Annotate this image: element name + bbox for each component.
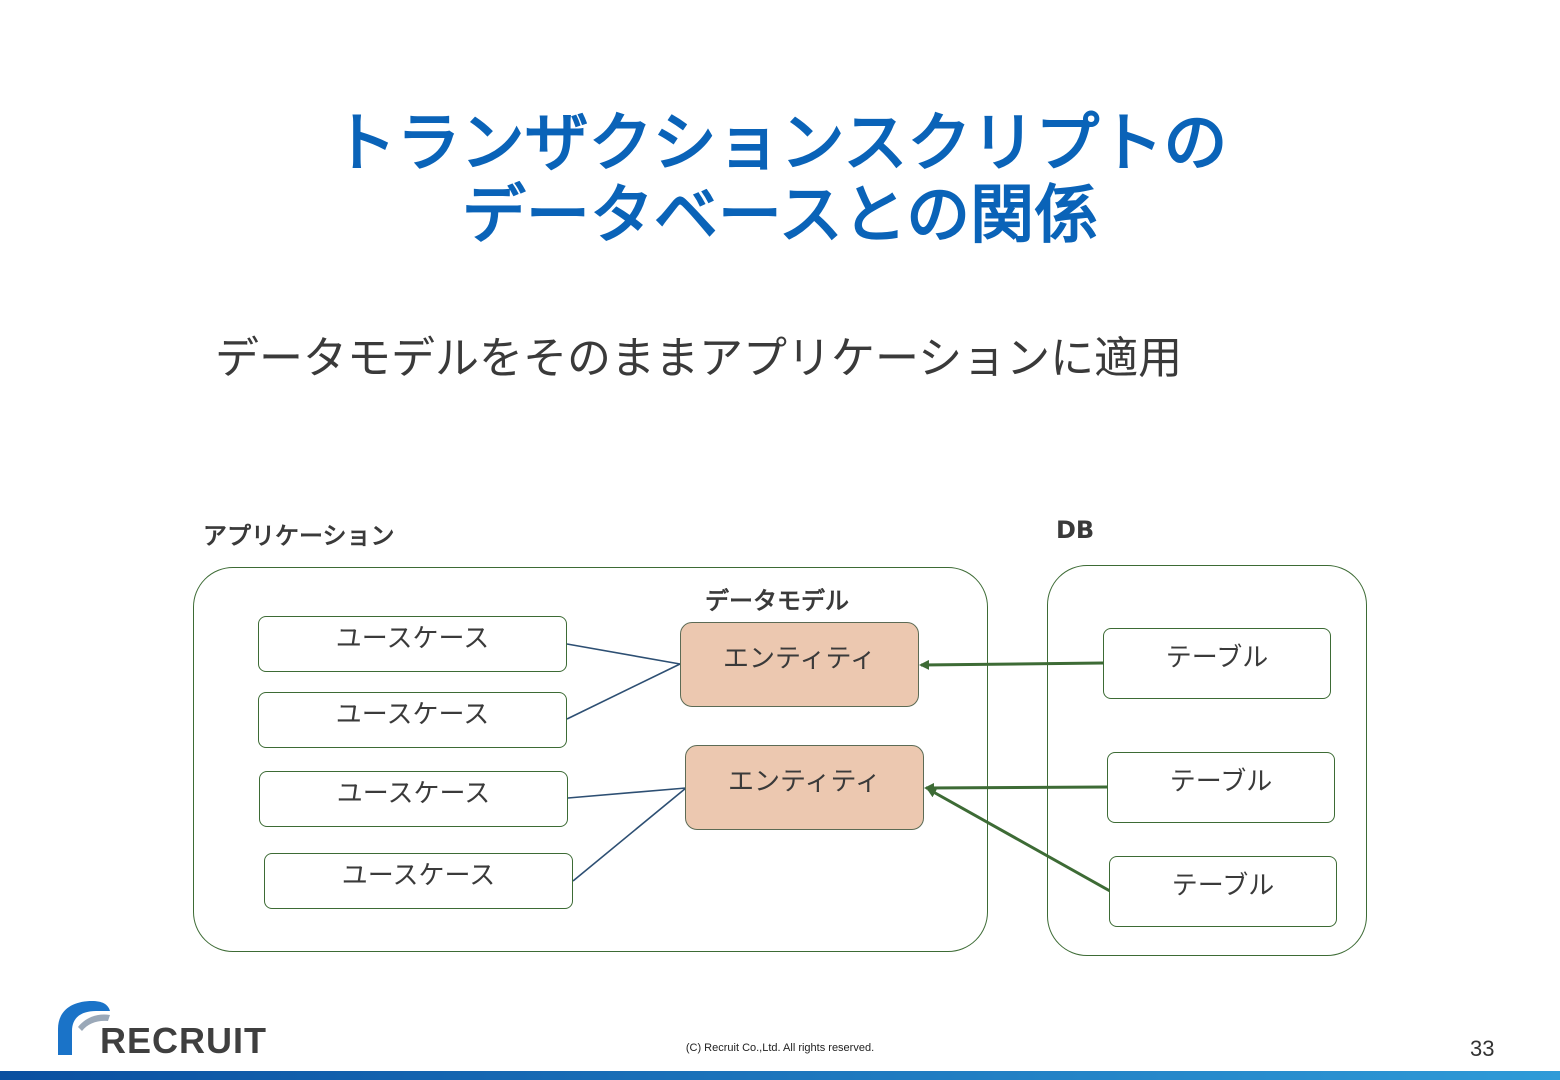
application-container xyxy=(193,567,988,952)
usecase-3-to-entity-2-link xyxy=(567,787,687,799)
table-3-to-entity-2-arrow xyxy=(926,787,1111,893)
db-label: DB xyxy=(1056,516,1095,544)
recruit-logo xyxy=(58,1001,110,1055)
entity-box: エンティティ xyxy=(680,622,919,707)
slide-title-line-2: データベースとの関係 xyxy=(461,179,1099,253)
application-label: アプリケーション xyxy=(203,522,395,550)
usecase-box: ユースケース xyxy=(258,692,567,748)
usecase-box: ユースケース xyxy=(264,853,573,909)
usecase-2-to-entity-1-link xyxy=(566,663,681,720)
entity-box: エンティティ xyxy=(685,745,924,830)
copyright-notice: (C) Recruit Co.,Ltd. All rights reserved… xyxy=(685,1042,875,1054)
db-container xyxy=(1047,565,1367,956)
footer-bar xyxy=(0,1071,1560,1080)
usecase-1-to-entity-1-link xyxy=(566,643,681,665)
recruit-logo-text: RECRUIT xyxy=(100,1020,267,1061)
data-model-label: データモデル xyxy=(705,587,849,615)
table-box: テーブル xyxy=(1109,856,1337,927)
slide-subtitle: データモデルをそのままアプリケーションに適用 xyxy=(215,333,1183,384)
slide-title-line-1: トランザクションスクリプトの xyxy=(332,107,1228,181)
slide-title: トランザクションスクリプトの データベースとの関係 xyxy=(0,108,1560,252)
table-2-to-entity-2-arrow xyxy=(924,782,1108,793)
table-1-to-entity-1-arrow xyxy=(919,659,1104,670)
usecase-box: ユースケース xyxy=(259,771,568,827)
table-box: テーブル xyxy=(1103,628,1331,699)
page-number: 33 xyxy=(1470,1036,1495,1061)
table-box: テーブル xyxy=(1107,752,1335,823)
usecase-box: ユースケース xyxy=(258,616,567,672)
usecase-4-to-entity-2-link xyxy=(572,787,687,882)
